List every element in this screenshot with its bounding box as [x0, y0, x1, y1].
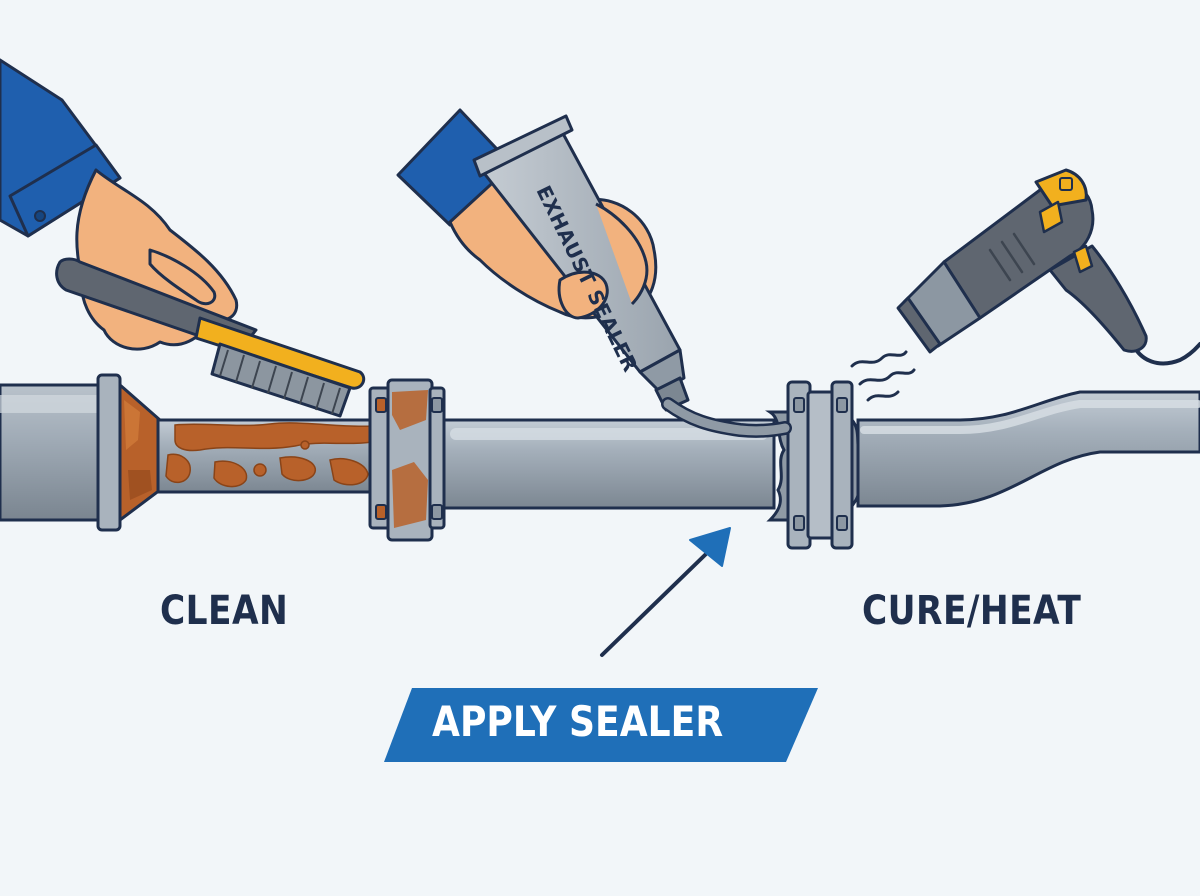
sealer-tube-icon: [472, 114, 792, 438]
flange-right: [786, 380, 854, 550]
apply-sealer-banner: [384, 688, 818, 762]
wire-brush-icon: [55, 257, 366, 418]
arrow-icon: [600, 527, 731, 657]
rust-patches: [165, 422, 373, 488]
muffler-collar: [96, 373, 122, 532]
apply-step-illustration: [396, 108, 792, 438]
step-label-apply-sealer: APPLY SEALER: [432, 697, 724, 746]
clean-step-illustration: [0, 58, 366, 418]
heat-gun-icon: [896, 168, 1200, 366]
step-label-cure-heat: CURE/HEAT: [862, 588, 1082, 634]
heat-wave-icon: [850, 350, 916, 402]
flange-left: [368, 378, 446, 542]
curved-pipe-section: [856, 390, 1200, 508]
step-label-clean: CLEAN: [160, 588, 289, 634]
exhaust-pipe: [0, 373, 1200, 550]
